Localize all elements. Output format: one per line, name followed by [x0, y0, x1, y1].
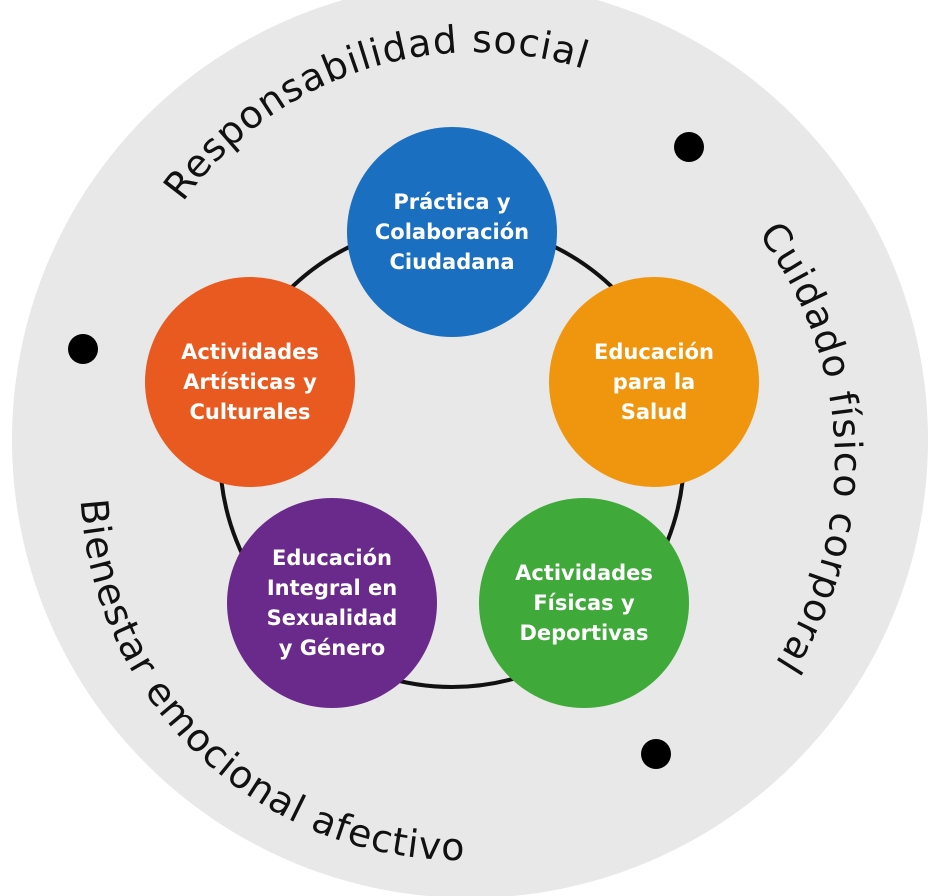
separator-dot-bottom-right	[641, 739, 671, 769]
node-circle	[549, 277, 759, 487]
background-disc	[12, 0, 928, 896]
node-label-line: Ciudadana	[389, 250, 514, 274]
node-label-line: Educación	[594, 340, 714, 364]
node-circle	[479, 498, 689, 708]
node-label-line: Colaboración	[375, 220, 529, 244]
node-1: Educación para la Salud	[549, 277, 759, 487]
node-circle	[347, 127, 557, 337]
node-label-line: Artísticas y	[183, 370, 317, 394]
node-label-line: Deportivas	[519, 621, 648, 645]
node-label-line: Práctica y	[393, 190, 511, 214]
node-label-line: Integral en	[267, 576, 397, 600]
node-label-line: Salud	[621, 400, 687, 424]
separator-dot-left	[68, 334, 98, 364]
node-label-line: Actividades	[181, 340, 319, 364]
node-label-line: Culturales	[189, 400, 310, 424]
node-label-line: Sexualidad	[267, 606, 398, 630]
separator-dot-top-right	[674, 132, 704, 162]
node-circle	[145, 277, 355, 487]
node-label-line: y Género	[279, 636, 385, 660]
node-label-line: Educación	[272, 546, 392, 570]
node-label-line: para la	[613, 370, 695, 394]
node-label-line: Actividades	[515, 561, 653, 585]
node-label-line: Físicas y	[533, 591, 635, 615]
nodes-layer: Práctica y ColaboraciónCiudadanaEducación…	[145, 127, 759, 708]
node-circle	[227, 498, 437, 708]
